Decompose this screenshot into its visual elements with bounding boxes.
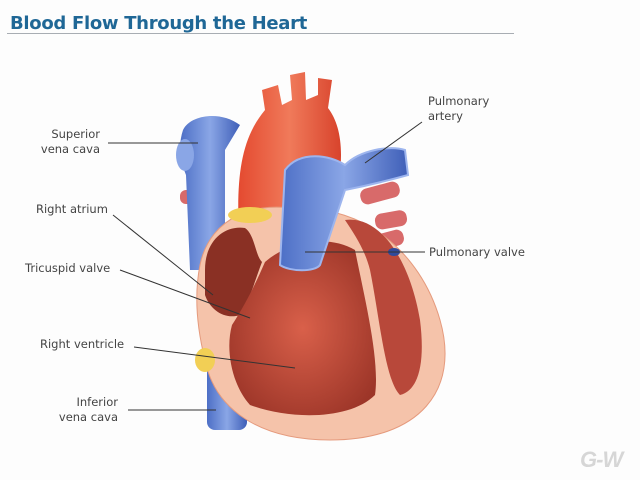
leader-lines bbox=[108, 121, 425, 411]
left-ventricle-shape bbox=[345, 219, 422, 395]
label-pulmonary-valve: Pulmonary valve bbox=[429, 245, 525, 259]
label-right-atrium: Right atrium bbox=[36, 202, 108, 216]
label-tricuspid-valve: Tricuspid valve bbox=[25, 261, 111, 275]
label-pulmonary-artery: Pulmonary artery bbox=[428, 94, 490, 123]
title-underline bbox=[7, 33, 514, 34]
pulmonary-artery-shape bbox=[278, 147, 410, 272]
label-inferior-vena-cava: Inferior vena cava bbox=[58, 395, 118, 424]
label-right-ventricle: Right ventricle bbox=[40, 337, 125, 351]
right-atrium-shape bbox=[205, 227, 262, 317]
label-superior-vena-cava: Superior vena cava bbox=[40, 127, 100, 156]
gw-logo: G-W bbox=[580, 447, 623, 472]
superior-vena-cava-shape bbox=[180, 115, 240, 271]
page-title: Blood Flow Through the Heart bbox=[10, 13, 308, 34]
right-ventricle-shape bbox=[229, 241, 376, 416]
